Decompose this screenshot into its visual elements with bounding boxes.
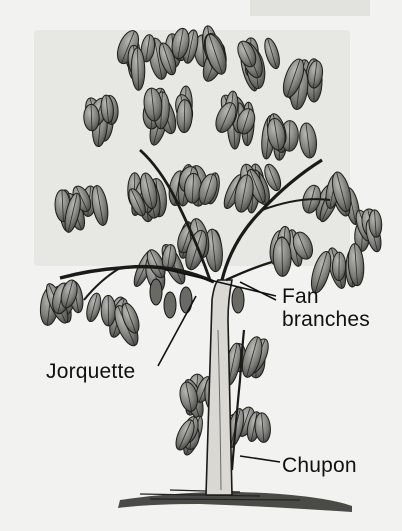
- fan-branches-pointer-2: [240, 282, 276, 300]
- leaf-cluster: [126, 172, 169, 223]
- cacao-pod: [232, 287, 244, 313]
- fan-branches-label-line-2: branches: [282, 308, 370, 331]
- leaf-cluster: [54, 183, 110, 233]
- trunk: [206, 280, 232, 495]
- cacao-pod: [164, 292, 176, 318]
- leaf-cluster: [142, 86, 195, 147]
- leaf-cluster: [212, 90, 258, 149]
- leaf-cluster: [38, 278, 85, 326]
- cacao-pod: [180, 287, 192, 313]
- leaf-cluster: [268, 226, 316, 277]
- leaf-cluster: [300, 170, 362, 226]
- leaf-cluster: [113, 28, 182, 91]
- leaf-cluster: [170, 25, 231, 84]
- leaf-cluster: [82, 95, 119, 148]
- leaf-cluster: [260, 112, 318, 161]
- chupon-label: Chupon: [282, 454, 357, 477]
- chupon-pointer: [240, 456, 280, 462]
- jorquette-label: Jorquette: [46, 360, 135, 383]
- leaf-cluster: [172, 414, 206, 457]
- leaf-cluster: [279, 57, 324, 111]
- leaf-cluster: [234, 37, 282, 93]
- leaf-cluster: [84, 292, 143, 349]
- fan-branches-label: Fan branches: [282, 285, 370, 331]
- ground: [118, 490, 352, 512]
- fan-branches-label-line-1: Fan: [282, 285, 370, 308]
- cacao-pod: [150, 279, 162, 305]
